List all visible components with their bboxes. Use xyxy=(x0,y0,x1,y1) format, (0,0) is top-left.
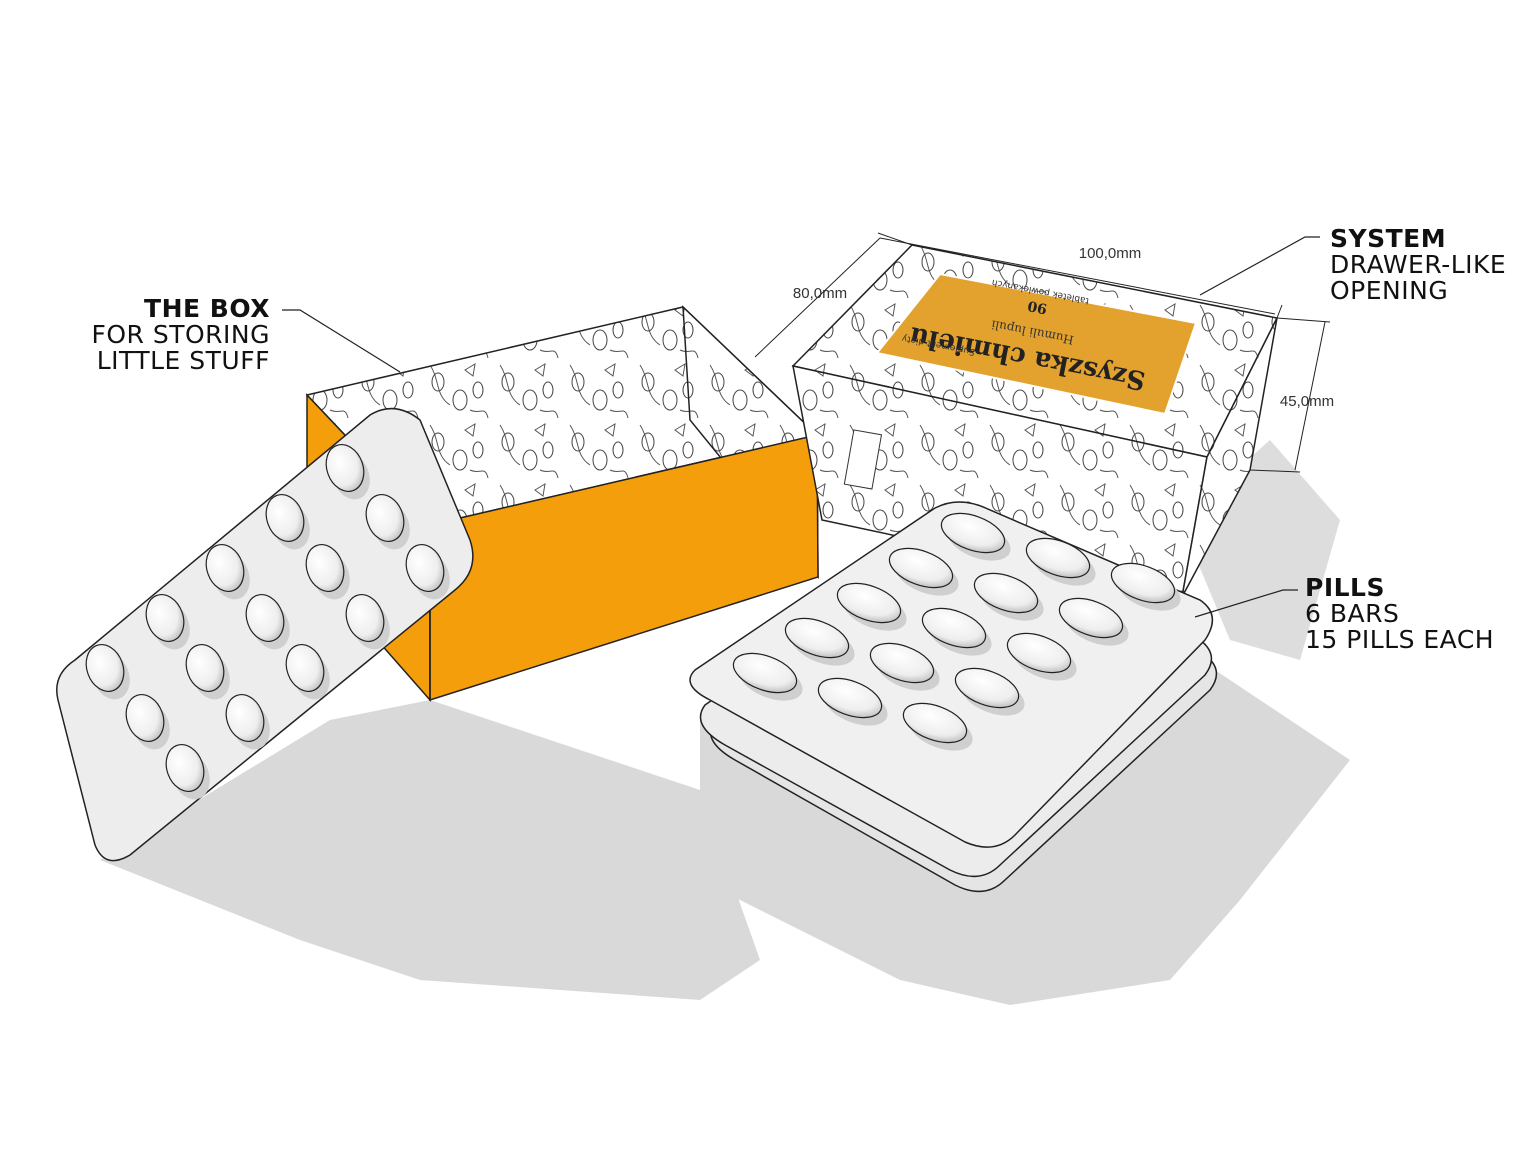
pill xyxy=(145,594,185,642)
callout-the-box-line1: FOR STORING xyxy=(91,320,270,349)
callout-pills-title: PILLS xyxy=(1305,573,1385,602)
pill xyxy=(1025,537,1091,579)
pill xyxy=(185,644,225,692)
callout-pills-line1: 6 BARS xyxy=(1305,599,1400,628)
callout-system: SYSTEM DRAWER-LIKE OPENING xyxy=(1330,226,1515,304)
callout-the-box: THE BOX FOR STORING LITTLE STUFF xyxy=(80,296,270,374)
pill xyxy=(1110,562,1176,604)
pill xyxy=(245,594,285,642)
pill xyxy=(305,544,345,592)
pill xyxy=(365,494,405,542)
callout-system-line1: DRAWER-LIKE xyxy=(1330,250,1507,279)
dimension-depth: 80,0mm xyxy=(793,285,847,302)
blister-stack-pills xyxy=(732,512,1181,751)
dimension-lines xyxy=(754,232,1331,473)
pill xyxy=(869,642,935,684)
label-count: 90 xyxy=(1026,297,1048,316)
pill xyxy=(921,607,987,649)
blister-left-pills xyxy=(85,444,450,800)
pill xyxy=(1058,597,1124,639)
pill xyxy=(165,744,205,792)
dimension-height: 45,0mm xyxy=(1280,393,1334,410)
pill xyxy=(345,594,385,642)
pill xyxy=(205,544,245,592)
pill xyxy=(836,582,902,624)
pill xyxy=(85,644,125,692)
pill xyxy=(732,652,798,694)
callout-pills-line2: 15 PILLS EACH xyxy=(1305,625,1495,654)
pill xyxy=(817,677,883,719)
pill xyxy=(225,694,265,742)
pill xyxy=(325,444,365,492)
pill xyxy=(1006,632,1072,674)
pill xyxy=(940,512,1006,554)
pill xyxy=(902,702,968,744)
pill xyxy=(888,547,954,589)
callout-system-title: SYSTEM xyxy=(1330,224,1447,253)
dimension-width: 100,0mm xyxy=(1079,245,1142,262)
closed-box xyxy=(791,244,1279,598)
callout-the-box-title: THE BOX xyxy=(144,294,270,323)
pill xyxy=(954,667,1020,709)
callout-pills: PILLS 6 BARS 15 PILLS EACH xyxy=(1305,575,1515,653)
callout-the-box-line2: LITTLE STUFF xyxy=(96,346,270,375)
pill xyxy=(285,644,325,692)
leader-lines xyxy=(282,236,1320,618)
pill xyxy=(405,544,445,592)
pill xyxy=(784,617,850,659)
callout-system-line2: OPENING xyxy=(1330,276,1449,305)
pill xyxy=(973,572,1039,614)
pill xyxy=(265,494,305,542)
pill xyxy=(125,694,165,742)
